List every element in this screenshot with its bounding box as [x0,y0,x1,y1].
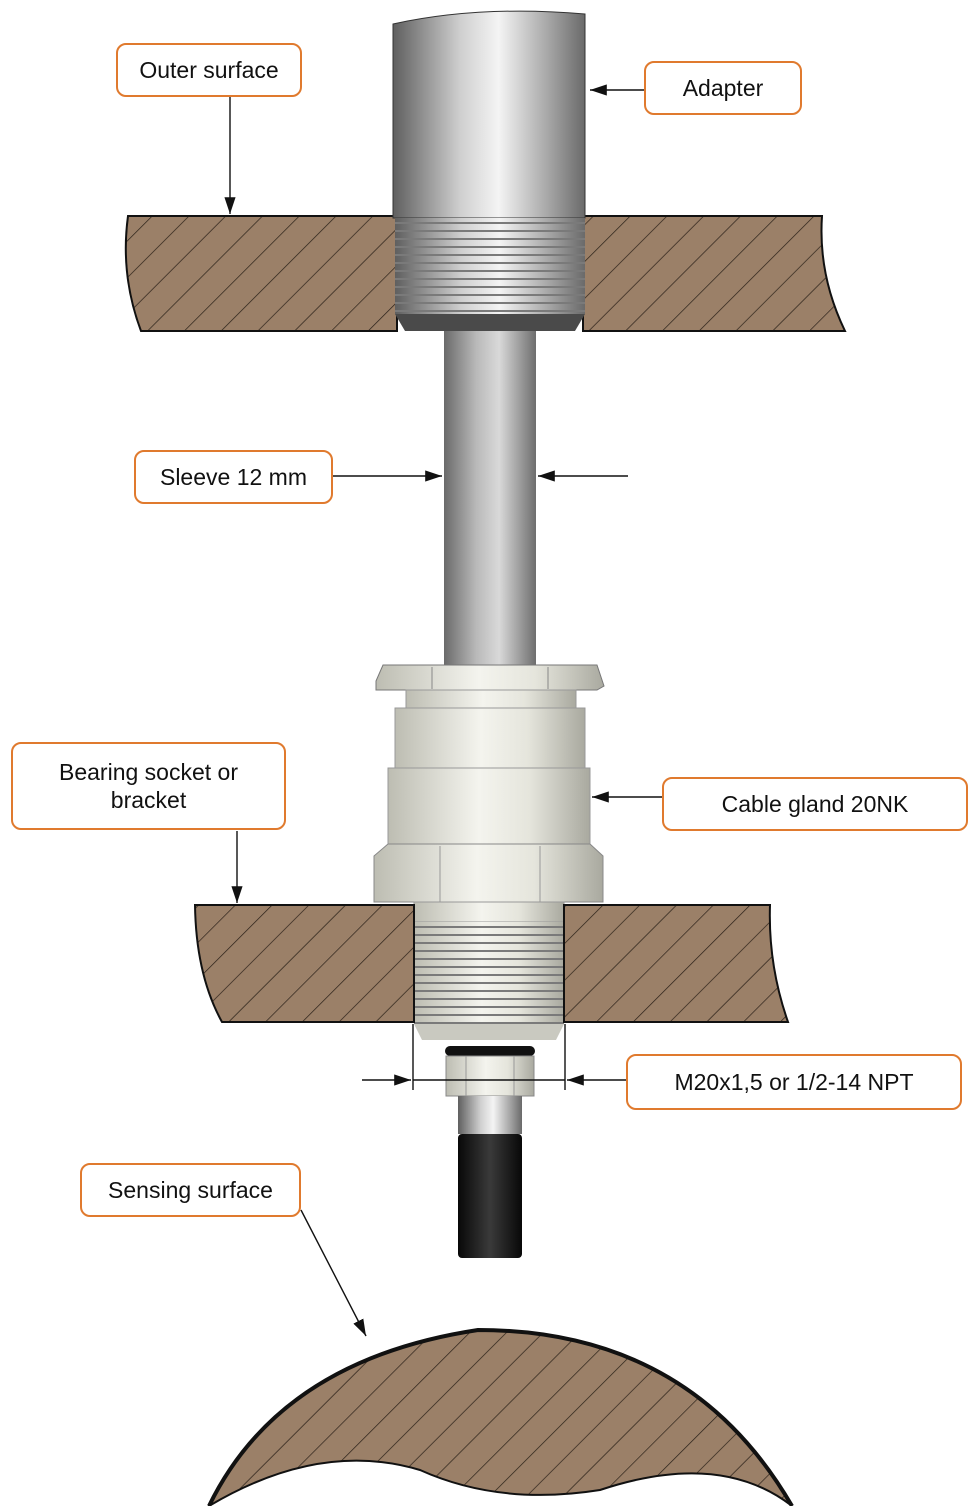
sensing-surface-shaft [207,1327,794,1506]
adapter-label: Adapter [644,61,802,115]
dimension-lines [224,84,662,1337]
bearing-bracket-plate [193,904,790,1023]
sleeve-label: Sleeve 12 mm [134,450,333,504]
sensing-surface-label: Sensing surface [80,1163,301,1217]
sensor-tip [445,1046,535,1258]
thread-label: M20x1,5 or 1/2-14 NPT [626,1054,962,1110]
outer-surface-plate [124,215,847,332]
cable-gland-label: Cable gland 20NK [662,777,968,831]
cable-gland [373,664,605,1040]
outer-surface-label: Outer surface [116,43,302,97]
adapter [392,10,586,331]
bearing-socket-label: Bearing socket or bracket [11,742,286,830]
